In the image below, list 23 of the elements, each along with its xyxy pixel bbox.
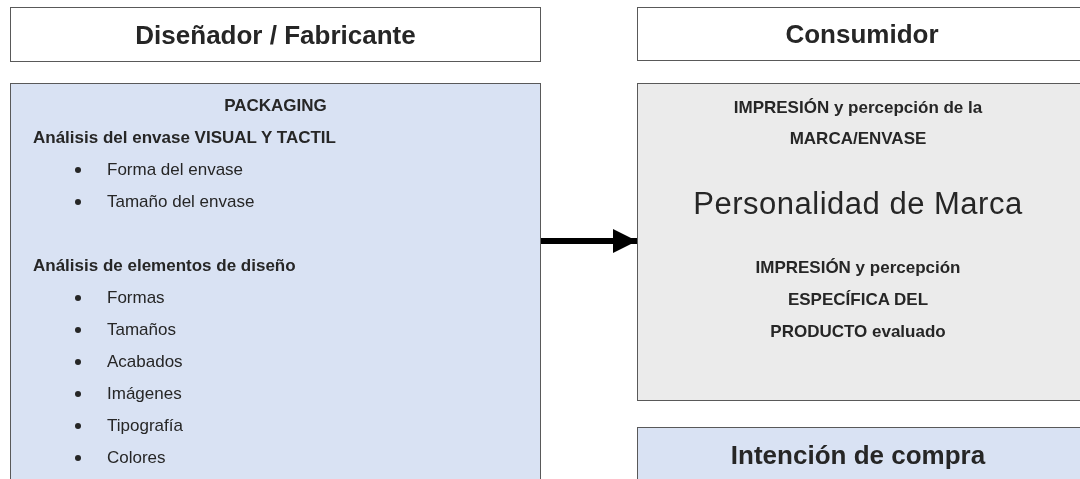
heading-text: Consumidor [785,18,939,51]
heading-text: Intención de compra [730,439,986,472]
section-title: PACKAGING [224,95,327,117]
text-box [10,83,541,479]
list-item-text: Colores [107,447,166,469]
arrow [541,229,637,253]
text-box [637,83,1080,401]
subheading-text: Análisis del envase VISUAL Y TACTIL [33,127,336,149]
text-box [637,7,1080,61]
text-box [637,427,1080,479]
text-box [10,7,541,62]
list-item-text: Tamaños [107,319,176,341]
main-label: Personalidad de Marca [693,185,1023,223]
list-item-text: Imágenes [107,383,182,405]
list-item-text: Tamaño del envase [107,191,255,213]
list-item-text: Formas [107,287,165,309]
list-item-text: Acabados [107,351,183,373]
heading-text: Diseñador / Fabricante [135,18,416,52]
description-text: IMPRESIÓN y percepción ESPECÍFICA DEL PRODUCTO evaluado [754,257,962,343]
list-item-text: Forma del envase [107,159,244,181]
description-text: IMPRESIÓN y percepción de la MARCA/ENVASE [732,97,984,150]
subheading-text: Análisis de elementos de diseño [33,255,296,277]
list-item-text: Tipografía [107,415,183,437]
